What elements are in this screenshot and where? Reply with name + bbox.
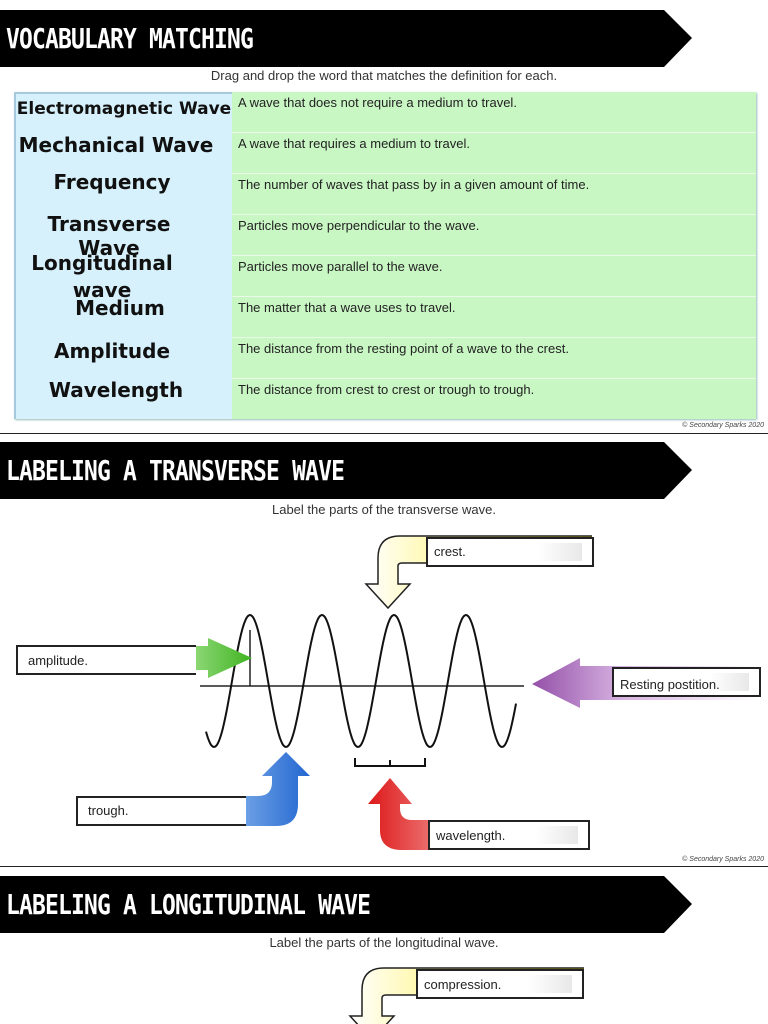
definition-text: The matter that a wave uses to travel. — [238, 300, 456, 315]
term-longitudinal-wave[interactable]: Longitudinal wave — [31, 251, 173, 302]
definition-text: A wave that requires a medium to travel. — [238, 136, 470, 151]
label-box-trough[interactable] — [76, 796, 246, 826]
term-wavelength[interactable]: Wavelength — [48, 378, 184, 402]
label-resting-position[interactable]: Resting postition. — [620, 677, 720, 692]
label-amplitude[interactable]: amplitude. — [28, 653, 88, 668]
term-amplitude[interactable]: Amplitude — [53, 339, 171, 363]
copyright-text: © Secondary Sparks 2020 — [682, 422, 764, 429]
row-divider — [232, 337, 756, 338]
section-instructions: Label the parts of the longitudinal wave… — [269, 935, 499, 950]
row-divider — [232, 378, 756, 379]
section-banner-vocabulary: VOCABULARY MATCHING — [0, 10, 692, 67]
label-box-wavelength[interactable] — [428, 820, 590, 850]
term-frequency[interactable]: Frequency — [53, 170, 171, 194]
row-divider — [232, 296, 756, 297]
section-instructions: Label the parts of the transverse wave. — [271, 502, 496, 517]
definition-text: The distance from crest to crest or trou… — [238, 382, 535, 397]
term-mechanical-wave[interactable]: Mechanical Wave — [18, 133, 214, 157]
label-box-amplitude[interactable] — [16, 645, 196, 675]
page-divider — [0, 866, 768, 867]
section-title: LABELING A TRANSVERSE WAVE — [6, 454, 345, 487]
label-box-resting[interactable] — [612, 667, 761, 697]
row-divider — [232, 214, 756, 215]
label-box-crest[interactable] — [426, 537, 594, 567]
term-transverse-wave[interactable]: Transverse Wave — [47, 212, 171, 260]
definition-text: The distance from the resting point of a… — [238, 341, 569, 356]
banner-shape — [0, 10, 692, 67]
label-compression[interactable]: compression. — [424, 977, 502, 992]
label-wavelength[interactable]: wavelength. — [436, 828, 506, 843]
definition-text: The number of waves that pass by in a gi… — [238, 177, 590, 192]
banner-shape — [0, 876, 692, 933]
section-title: LABELING A LONGITUDINAL WAVE — [6, 888, 371, 921]
section-banner-longitudinal: LABELING A LONGITUDINAL WAVE — [0, 876, 692, 933]
definition-text: Particles move perpendicular to the wave… — [238, 218, 480, 233]
label-crest[interactable]: crest. — [434, 544, 466, 559]
row-divider — [232, 255, 756, 256]
banner-shape — [0, 442, 692, 499]
section-title: VOCABULARY MATCHING — [6, 22, 254, 55]
label-box-compression[interactable] — [416, 969, 584, 999]
section-banner-transverse: LABELING A TRANSVERSE WAVE — [0, 442, 692, 499]
page-divider — [0, 433, 768, 434]
row-divider — [232, 173, 756, 174]
sine-wave — [205, 613, 517, 749]
definition-text: Particles move parallel to the wave. — [238, 259, 443, 274]
definition-text: A wave that does not require a medium to… — [238, 95, 517, 110]
term-medium[interactable]: Medium — [75, 296, 165, 320]
wavelength-bracket — [354, 758, 426, 767]
copyright-text: © Secondary Sparks 2020 — [682, 856, 764, 863]
term-column — [16, 94, 232, 419]
row-divider — [232, 132, 756, 133]
label-trough[interactable]: trough. — [88, 803, 129, 818]
vocabulary-table — [14, 92, 756, 419]
term-electromagnetic-wave[interactable]: Electromagnetic Wave — [16, 99, 232, 119]
section-instructions: Drag and drop the word that matches the … — [210, 68, 558, 83]
